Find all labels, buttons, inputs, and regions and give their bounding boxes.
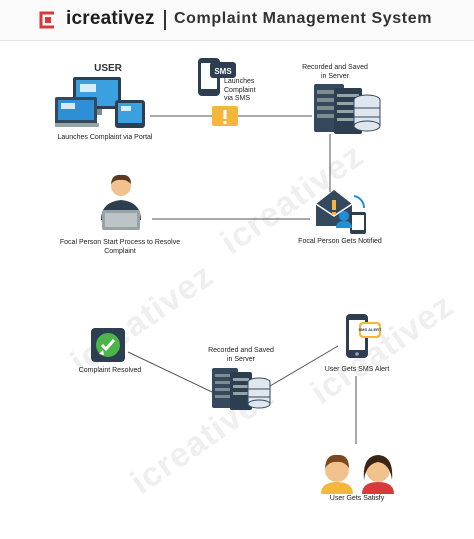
- server-bottom-label: Recorded and Saved in Server: [208, 347, 274, 363]
- satisfy-label: User Gets Satisfy: [329, 495, 385, 502]
- notification-icon: [315, 190, 366, 234]
- server-top-label: Recorded and Saved in Server: [302, 64, 368, 80]
- brand-logo-icon: [39, 11, 54, 29]
- server-icon: [212, 368, 271, 410]
- sms-icon-text: SMS: [214, 67, 232, 76]
- sms-alert-label: User Gets SMS Alert: [324, 366, 390, 373]
- user-title: USER: [94, 63, 122, 74]
- focal-person-icon: [101, 174, 141, 230]
- satisfied-users-icon: [321, 454, 394, 494]
- brand-name: icreativez: [66, 8, 155, 29]
- header-divider: [164, 10, 166, 30]
- warning-icon: [212, 106, 238, 126]
- connector-resolved-to-server: [127, 351, 213, 393]
- focal-person-label: Focal Person Start Process to Resolve Co…: [59, 239, 181, 255]
- sms-launch-label: Launches Complaint via SMS: [224, 78, 256, 102]
- resolved-label: Complaint Resolved: [78, 367, 142, 374]
- sms-phone-icon: SMS: [198, 58, 236, 96]
- connector-server-to-sms-alert: [269, 345, 339, 387]
- sms-alert-icon-text: SMS ALERT: [359, 327, 383, 332]
- user-portal-label: Launches Complaint via Portal: [57, 134, 153, 141]
- server-icon: [314, 84, 381, 134]
- sms-alert-phone-icon: SMS ALERT: [346, 314, 383, 358]
- page-title: Complaint Management System: [174, 10, 433, 27]
- devices-icon: [55, 77, 145, 128]
- resolved-icon: [91, 328, 125, 362]
- header-bar: [0, 0, 474, 41]
- notified-label: Focal Person Gets Notified: [298, 238, 382, 245]
